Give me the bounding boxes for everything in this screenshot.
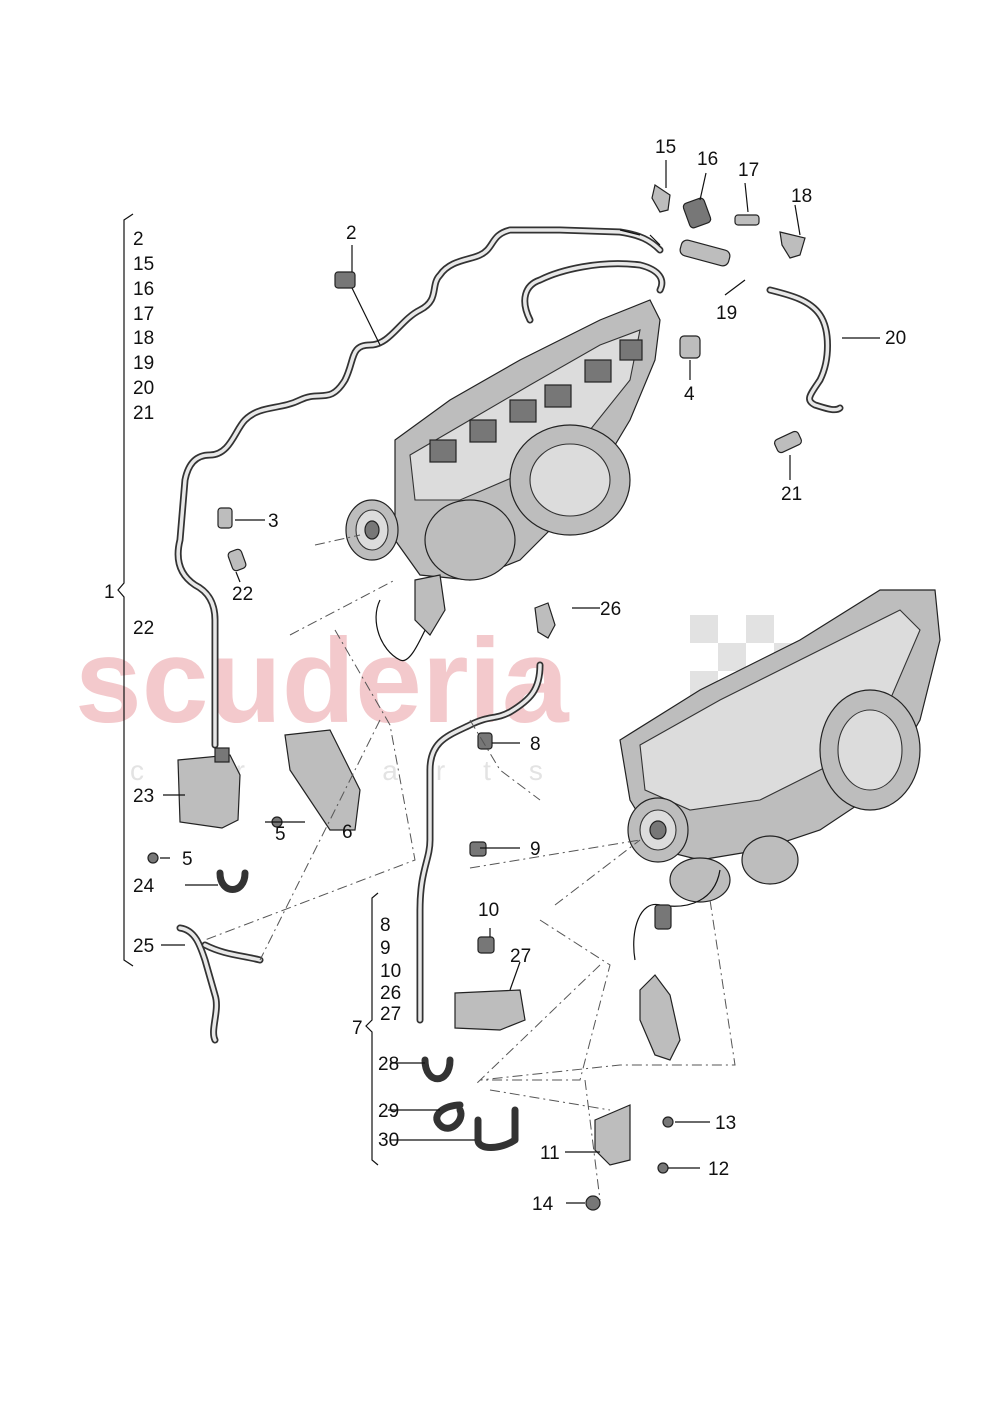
group-7-list: 7 8 9 10 26 27 (352, 915, 401, 1039)
pressure-converter-23 (177, 754, 241, 829)
hose-24 (216, 869, 249, 893)
callout-27: 27 (510, 946, 531, 967)
bracket-11 (594, 1104, 631, 1166)
elbow-26 (534, 602, 556, 639)
hose-19 (679, 239, 731, 267)
callout-24: 24 (133, 876, 155, 897)
callout-6: 6 (342, 822, 353, 843)
callout-3: 3 (268, 511, 279, 532)
callout-2: 2 (346, 223, 357, 244)
group-1-item: 22 (133, 618, 154, 639)
group-1-number: 1 (104, 582, 115, 603)
upper-turbocharger (345, 299, 661, 662)
group-7-item: 26 (380, 983, 401, 1004)
group-1-item: 17 (133, 304, 154, 325)
callout-13: 13 (715, 1113, 736, 1134)
bracket-6 (284, 729, 361, 831)
callout-20: 20 (885, 328, 906, 349)
callout-15: 15 (655, 137, 676, 158)
bracket-group-7 (365, 892, 379, 1166)
callout-26: 26 (600, 599, 621, 620)
callout-21: 21 (781, 484, 802, 505)
group-7-item: 27 (380, 1004, 401, 1025)
callout-4: 4 (684, 384, 695, 405)
hose-29 (433, 1101, 465, 1132)
bracket-group-1 (117, 213, 134, 967)
bolt-12 (657, 1162, 669, 1174)
callout-9: 9 (530, 839, 541, 860)
group-7-number: 7 (352, 1018, 363, 1039)
group-7-item: 10 (380, 961, 401, 982)
non-return-valve-17 (734, 214, 760, 226)
callout-5: 5 (275, 824, 286, 845)
callouts: 2 3 4 5 5 6 8 9 10 11 12 13 14 15 16 17 … (133, 137, 906, 1215)
group-1-list: 1 2 15 16 17 18 19 20 21 22 (104, 229, 154, 639)
callout-14: 14 (532, 1194, 554, 1215)
callout-8: 8 (530, 734, 541, 755)
hose-30 (474, 1106, 519, 1151)
connector-4 (679, 335, 701, 359)
callout-22: 22 (232, 584, 253, 605)
clip-2 (334, 271, 356, 289)
connector-21 (773, 430, 803, 454)
callout-16: 16 (697, 149, 718, 170)
clip-8 (477, 732, 493, 750)
elbow-18 (779, 231, 806, 259)
connector-22 (227, 548, 247, 572)
group-1-item: 16 (133, 279, 154, 300)
group-brackets (117, 213, 379, 1166)
callout-17: 17 (738, 160, 759, 181)
callout-25: 25 (133, 936, 154, 957)
callout-30: 30 (378, 1130, 399, 1151)
group-1-item: 20 (133, 378, 154, 399)
plug-14 (585, 1195, 601, 1211)
hose-28 (421, 1056, 454, 1083)
group-1-item: 15 (133, 254, 154, 275)
callout-19: 19 (716, 303, 737, 324)
bolt-5b (147, 852, 159, 864)
small-components (147, 184, 806, 1211)
callout-28: 28 (378, 1054, 399, 1075)
callout-23: 23 (133, 786, 154, 807)
bolt-13 (662, 1116, 674, 1128)
callout-18: 18 (791, 186, 812, 207)
callout-10: 10 (478, 900, 499, 921)
reference-lines (204, 534, 736, 1201)
lower-turbocharger (619, 589, 941, 1061)
pressure-converter-27 (454, 989, 526, 1031)
group-7-item: 8 (380, 915, 391, 936)
group-1-item: 18 (133, 328, 154, 349)
watermark-brand: scuderia (75, 614, 570, 748)
nut-10 (477, 936, 495, 954)
vacuum-lines (174, 226, 844, 1044)
callout-11: 11 (540, 1143, 560, 1164)
valve-3 (217, 507, 233, 529)
group-1-item: 21 (133, 403, 154, 424)
converter-23-port (214, 747, 230, 763)
group-7-item: 9 (380, 938, 391, 959)
callout-12: 12 (708, 1159, 729, 1180)
group-1-item: 2 (133, 229, 144, 250)
clip-9 (469, 841, 487, 857)
elbow-15 (651, 184, 671, 213)
leader-lines (160, 160, 880, 1204)
clamp-16 (682, 197, 712, 229)
callout-29: 29 (378, 1101, 399, 1122)
group-1-item: 19 (133, 353, 154, 374)
callout-5: 5 (182, 849, 193, 870)
